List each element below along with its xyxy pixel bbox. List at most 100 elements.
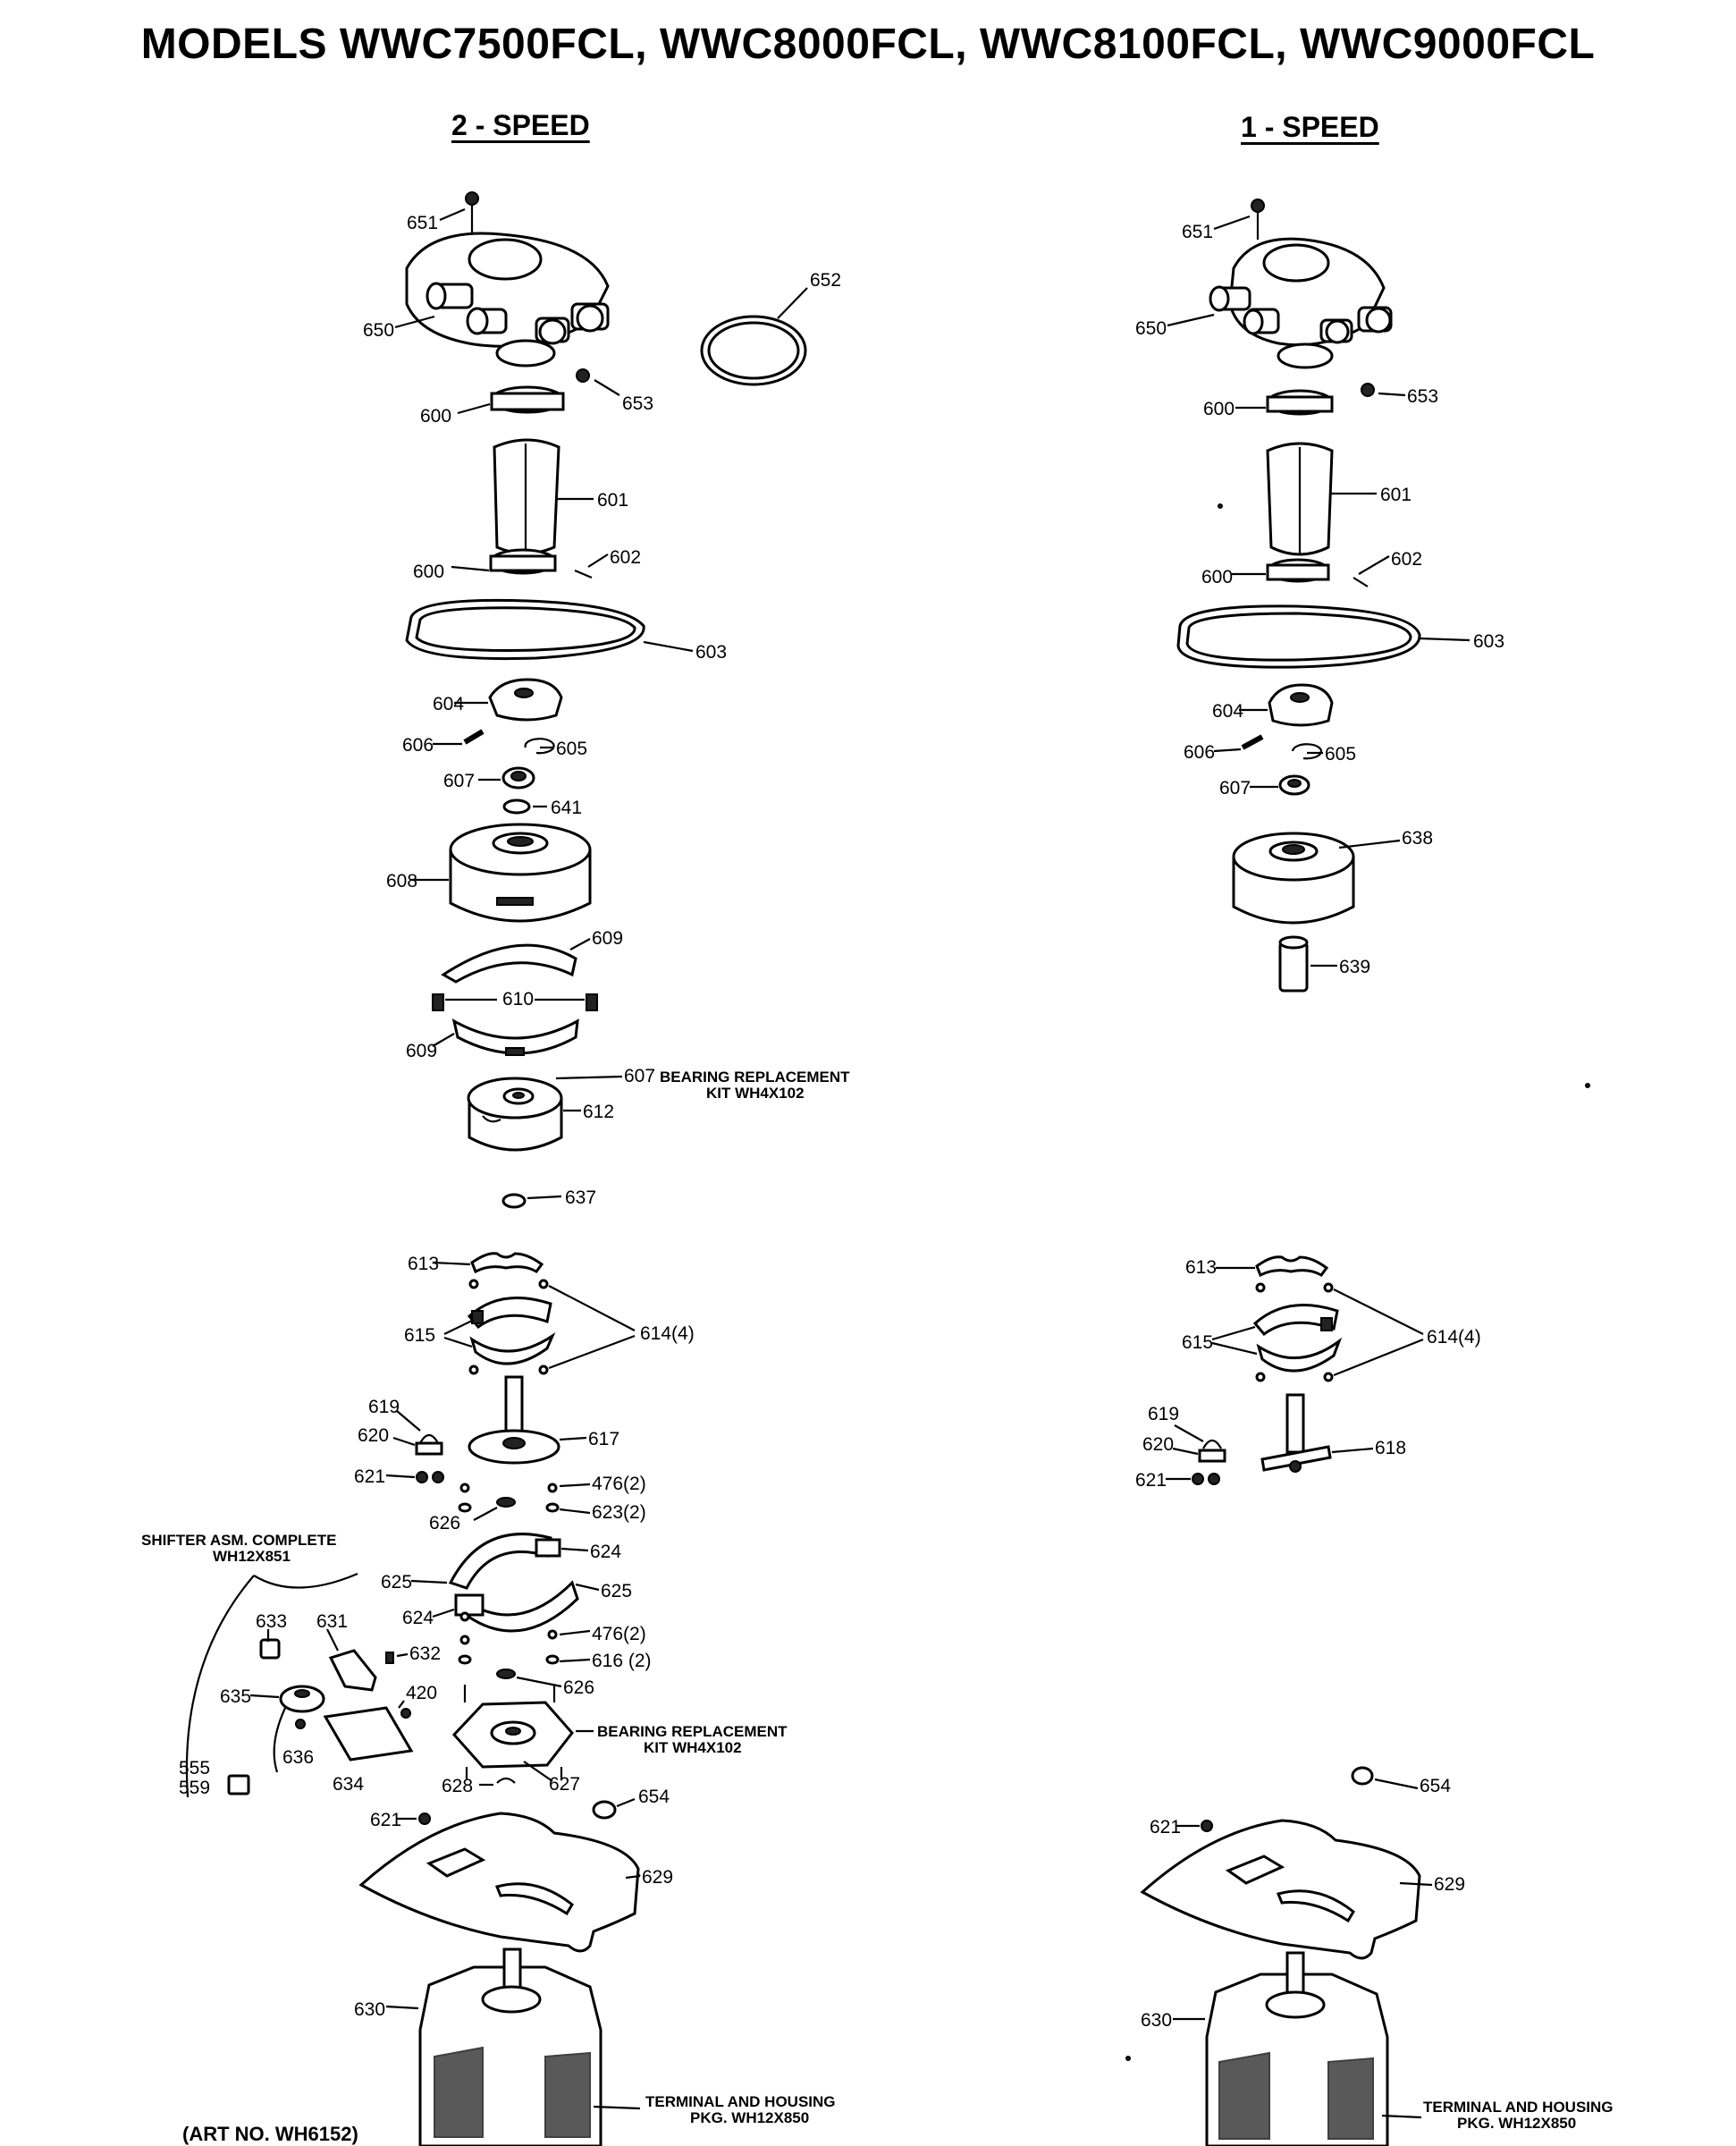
label-632: 632 [409,1643,441,1664]
part-476-616-626-lower-fasteners [458,1611,591,1688]
label-617: 617 [588,1429,619,1449]
label-626-lower: 626 [563,1677,594,1698]
label-636: 636 [282,1747,314,1768]
part-602-screw [574,553,609,579]
part-621-nuts-r [1166,1473,1220,1485]
label-614: 614(4) [640,1323,695,1344]
part-605-ring-r [1291,743,1323,760]
label-602-r: 602 [1391,549,1422,570]
part-619-620-clip [392,1410,443,1456]
part-600-clamp-upper-r [1235,389,1334,416]
terminal-note-left-line1: TERMINAL AND HOUSING [645,2093,836,2110]
one-speed-assembly: 651 650 653 600 601 600 602 603 604 606 … [1125,199,1614,2146]
label-638-r: 638 [1402,828,1433,849]
label-606-r: 606 [1184,742,1215,763]
two-speed-assembly: 651 650 652 653 600 601 600 602 603 604 … [141,191,850,2146]
label-627: 627 [549,1774,580,1795]
part-476-623-626-fasteners [458,1483,591,1521]
label-608: 608 [386,871,417,891]
label-420: 420 [406,1683,437,1703]
label-621-upper: 621 [354,1466,385,1487]
label-555: 555 [179,1758,210,1778]
part-613-bracket-r [1216,1255,1329,1278]
part-624-625-shoes [410,1533,600,1633]
label-476-lower: 476(2) [592,1624,646,1644]
part-608-clutch-drum [411,823,592,923]
part-605-retaining-ring [524,738,555,755]
label-630: 630 [354,1999,385,2020]
label-614-r: 614(4) [1427,1327,1481,1348]
part-602-screw-r [1353,555,1390,587]
label-630-r: 630 [1141,2010,1172,2031]
label-476-upper: 476(2) [592,1474,646,1494]
label-628: 628 [442,1776,473,1796]
label-612: 612 [583,1102,614,1122]
part-637-nut [501,1193,562,1209]
part-653-screw [576,368,620,396]
label-651-r: 651 [1182,222,1213,242]
part-651-screw-r [1251,199,1265,240]
label-615-r: 615 [1182,1332,1213,1353]
label-626-upper: 626 [429,1513,460,1533]
label-600-lower: 600 [413,562,444,582]
label-619: 619 [368,1397,400,1417]
part-617-shaft-plate [468,1375,587,1465]
part-654-fitting-r [1351,1766,1419,1790]
label-559: 559 [179,1778,210,1798]
label-609-upper: 609 [592,928,623,949]
part-639-bushing-r [1278,935,1337,993]
terminal-note-right-line1: TERMINAL AND HOUSING [1423,2099,1614,2116]
part-601-sleeve [493,438,594,555]
label-650: 650 [363,320,394,341]
bearing-kit-note-upper-line2: KIT WH4X102 [706,1085,805,1102]
label-625-left: 625 [381,1572,412,1593]
label-605: 605 [556,739,587,759]
part-604-pulley-r [1239,683,1334,727]
label-620: 620 [358,1425,389,1446]
label-601: 601 [597,490,628,511]
label-618-r: 618 [1375,1438,1406,1458]
part-600-clamp-lower [451,548,557,575]
label-606: 606 [402,735,434,756]
label-634: 634 [333,1774,364,1795]
label-639-r: 639 [1339,957,1370,977]
part-614-screws-r [1255,1282,1424,1382]
label-605-r: 605 [1325,744,1356,765]
bearing-kit-note-upper-line1: BEARING REPLACEMENT [660,1069,850,1086]
part-607-bearing-r [1250,774,1310,796]
shifter-note-line2: WH12X851 [213,1548,291,1565]
label-621-lower-r: 621 [1150,1817,1181,1838]
page-title: MODELS WWC7500FCL, WWC8000FCL, WWC8100FC… [140,21,1596,68]
two-speed-heading: 2 - SPEED [451,109,590,141]
part-612-hub [467,1075,623,1152]
label-621-upper-r: 621 [1135,1470,1167,1491]
label-619-r: 619 [1148,1404,1179,1424]
label-613-r: 613 [1185,1257,1217,1278]
part-615-shoes [443,1297,556,1365]
label-651: 651 [407,213,438,233]
part-641-washer [502,798,547,815]
label-624-lower: 624 [402,1608,434,1628]
label-616: 616 (2) [592,1651,652,1671]
part-628-ring [479,1777,516,1787]
label-607-r: 607 [1219,778,1251,798]
part-629-base-plate-r [1140,1819,1433,1960]
label-635: 635 [220,1686,251,1707]
part-653-screw-r [1361,383,1406,397]
label-652: 652 [810,270,841,291]
part-629-base-plate [358,1812,641,1953]
label-637: 637 [565,1187,596,1208]
label-607-kit: 607 [624,1066,655,1086]
part-618-shaft-r [1260,1393,1374,1473]
part-604-pulley [454,678,563,722]
terminal-note-right-line2: PKG. WH12X850 [1457,2115,1576,2132]
part-627-bearing-housing [451,1685,594,1782]
label-653: 653 [622,393,653,414]
part-630-motor-r [1125,1951,1422,2146]
part-621-nut-lower [397,1812,431,1825]
label-609-lower: 609 [406,1041,437,1061]
part-603-drive-belt [405,598,694,661]
part-652-seal-ring [700,287,808,386]
part-619-620-clip-r [1172,1424,1226,1463]
